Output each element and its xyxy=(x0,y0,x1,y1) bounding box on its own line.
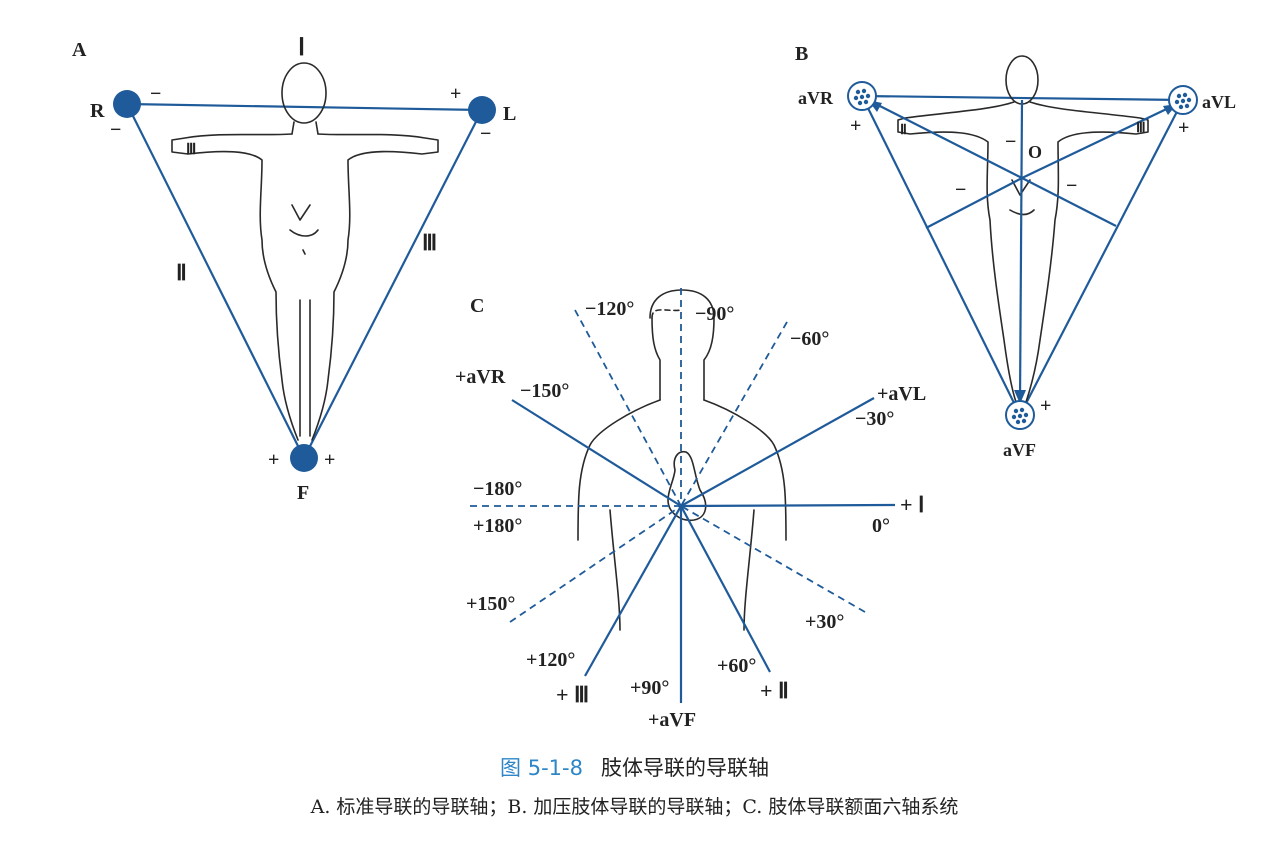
label-pos90: +90° xyxy=(630,677,669,699)
sign-minus: − xyxy=(1005,131,1016,153)
label-aVR: +aVR xyxy=(455,366,506,388)
triangle-right xyxy=(1019,99,1184,416)
electrode-aVR xyxy=(847,81,877,111)
panel-b-label: B xyxy=(795,43,808,65)
sign-minus: − xyxy=(150,83,161,105)
label-lead-III: + Ⅲ xyxy=(556,682,589,707)
electrode-R-label: R xyxy=(90,100,105,122)
electrode-aVL xyxy=(1168,85,1198,115)
panel-c: C −120° −90° −60° +aVR −150° +aVL xyxy=(455,288,926,731)
arm-mark-left: Ⅱ xyxy=(900,123,907,138)
sign-minus: − xyxy=(110,119,121,141)
lead-II-line xyxy=(126,103,305,459)
aVL-axis xyxy=(1021,103,1178,179)
label-aVF: +aVF xyxy=(648,709,696,731)
axis-lead-I xyxy=(680,503,896,508)
label-pos180: +180° xyxy=(473,515,522,537)
axis-aVL xyxy=(680,397,875,507)
label-neg60: −60° xyxy=(790,328,829,350)
human-figure-a xyxy=(171,62,439,441)
figure-title: 肢体导联的导联轴 xyxy=(600,756,769,780)
label-lead-I: + Ⅰ xyxy=(900,492,925,517)
center-O-label: O xyxy=(1028,142,1042,162)
label-pos30: +30° xyxy=(805,611,844,633)
sign-plus: + xyxy=(1178,117,1189,139)
sign-plus: + xyxy=(324,449,335,471)
label-pos60: +60° xyxy=(717,655,756,677)
label-lead-II: + Ⅱ xyxy=(760,678,789,703)
axis-aVR xyxy=(511,399,682,507)
axis-150-dashed xyxy=(509,505,682,623)
triangle-top xyxy=(861,94,1184,102)
arm-mark-right: Ⅲ xyxy=(1136,121,1146,136)
lead-III-line xyxy=(303,109,483,459)
lead-III-arm-mark: Ⅲ xyxy=(186,142,196,158)
triangle-left xyxy=(861,95,1021,416)
sign-minus: − xyxy=(1066,175,1077,197)
sign-plus: + xyxy=(850,115,861,137)
aVF-axis xyxy=(1018,99,1024,403)
axis-neg120-dashed xyxy=(574,309,682,507)
sign-minus: − xyxy=(955,179,966,201)
electrode-R-dot xyxy=(113,90,141,118)
figure-number: 图 5-1-8 xyxy=(500,756,583,780)
figure-caption-subtitle: A. 标准导联的导联轴；B. 加压肢体导联的导联轴；C. 肢体导联额面六轴系统 xyxy=(310,796,959,818)
sign-plus: + xyxy=(450,83,461,105)
figure-caption-title: 图 5-1-8 肢体导联的导联轴 xyxy=(0,752,1269,782)
aVR-negative-extension xyxy=(1021,177,1117,227)
axis-lead-III xyxy=(584,505,682,677)
lead-III-label: Ⅲ xyxy=(422,230,437,255)
panel-c-label: C xyxy=(470,295,484,317)
electrode-L-label: L xyxy=(503,103,516,125)
lead-II-label: Ⅱ xyxy=(176,260,187,285)
lead-I-line xyxy=(126,102,483,112)
label-neg150: −150° xyxy=(520,380,569,402)
label-neg90: −90° xyxy=(695,303,734,325)
sign-minus: − xyxy=(480,123,491,145)
label-pos150: +150° xyxy=(466,593,515,615)
label-neg30: −30° xyxy=(855,408,894,430)
lead-I-label: Ⅰ xyxy=(298,35,305,61)
label-zero: 0° xyxy=(872,515,890,537)
electrode-F-dot xyxy=(290,444,318,472)
electrode-aVF xyxy=(1005,400,1035,430)
aVL-label: aVL xyxy=(1202,92,1236,112)
aVF-label: aVF xyxy=(1003,440,1036,460)
aVF-arrowhead xyxy=(1014,390,1026,404)
label-neg180: −180° xyxy=(473,478,522,500)
aVR-axis xyxy=(867,99,1023,179)
label-aVL: +aVL xyxy=(877,383,926,405)
label-neg120: −120° xyxy=(585,298,634,320)
electrode-F-label: F xyxy=(297,482,309,504)
panel-a: A Ⅲ R L F Ⅰ Ⅱ Ⅲ − − + − + + xyxy=(72,35,516,504)
panel-b: B xyxy=(795,43,1236,460)
label-pos120: +120° xyxy=(526,649,575,671)
aVL-negative-extension xyxy=(925,177,1023,229)
sign-plus: + xyxy=(1040,395,1051,417)
panel-a-label: A xyxy=(72,39,87,61)
electrode-L-dot xyxy=(468,96,496,124)
sign-plus: + xyxy=(268,449,279,471)
axis-lead-II xyxy=(680,505,771,673)
aVR-label: aVR xyxy=(798,88,834,108)
